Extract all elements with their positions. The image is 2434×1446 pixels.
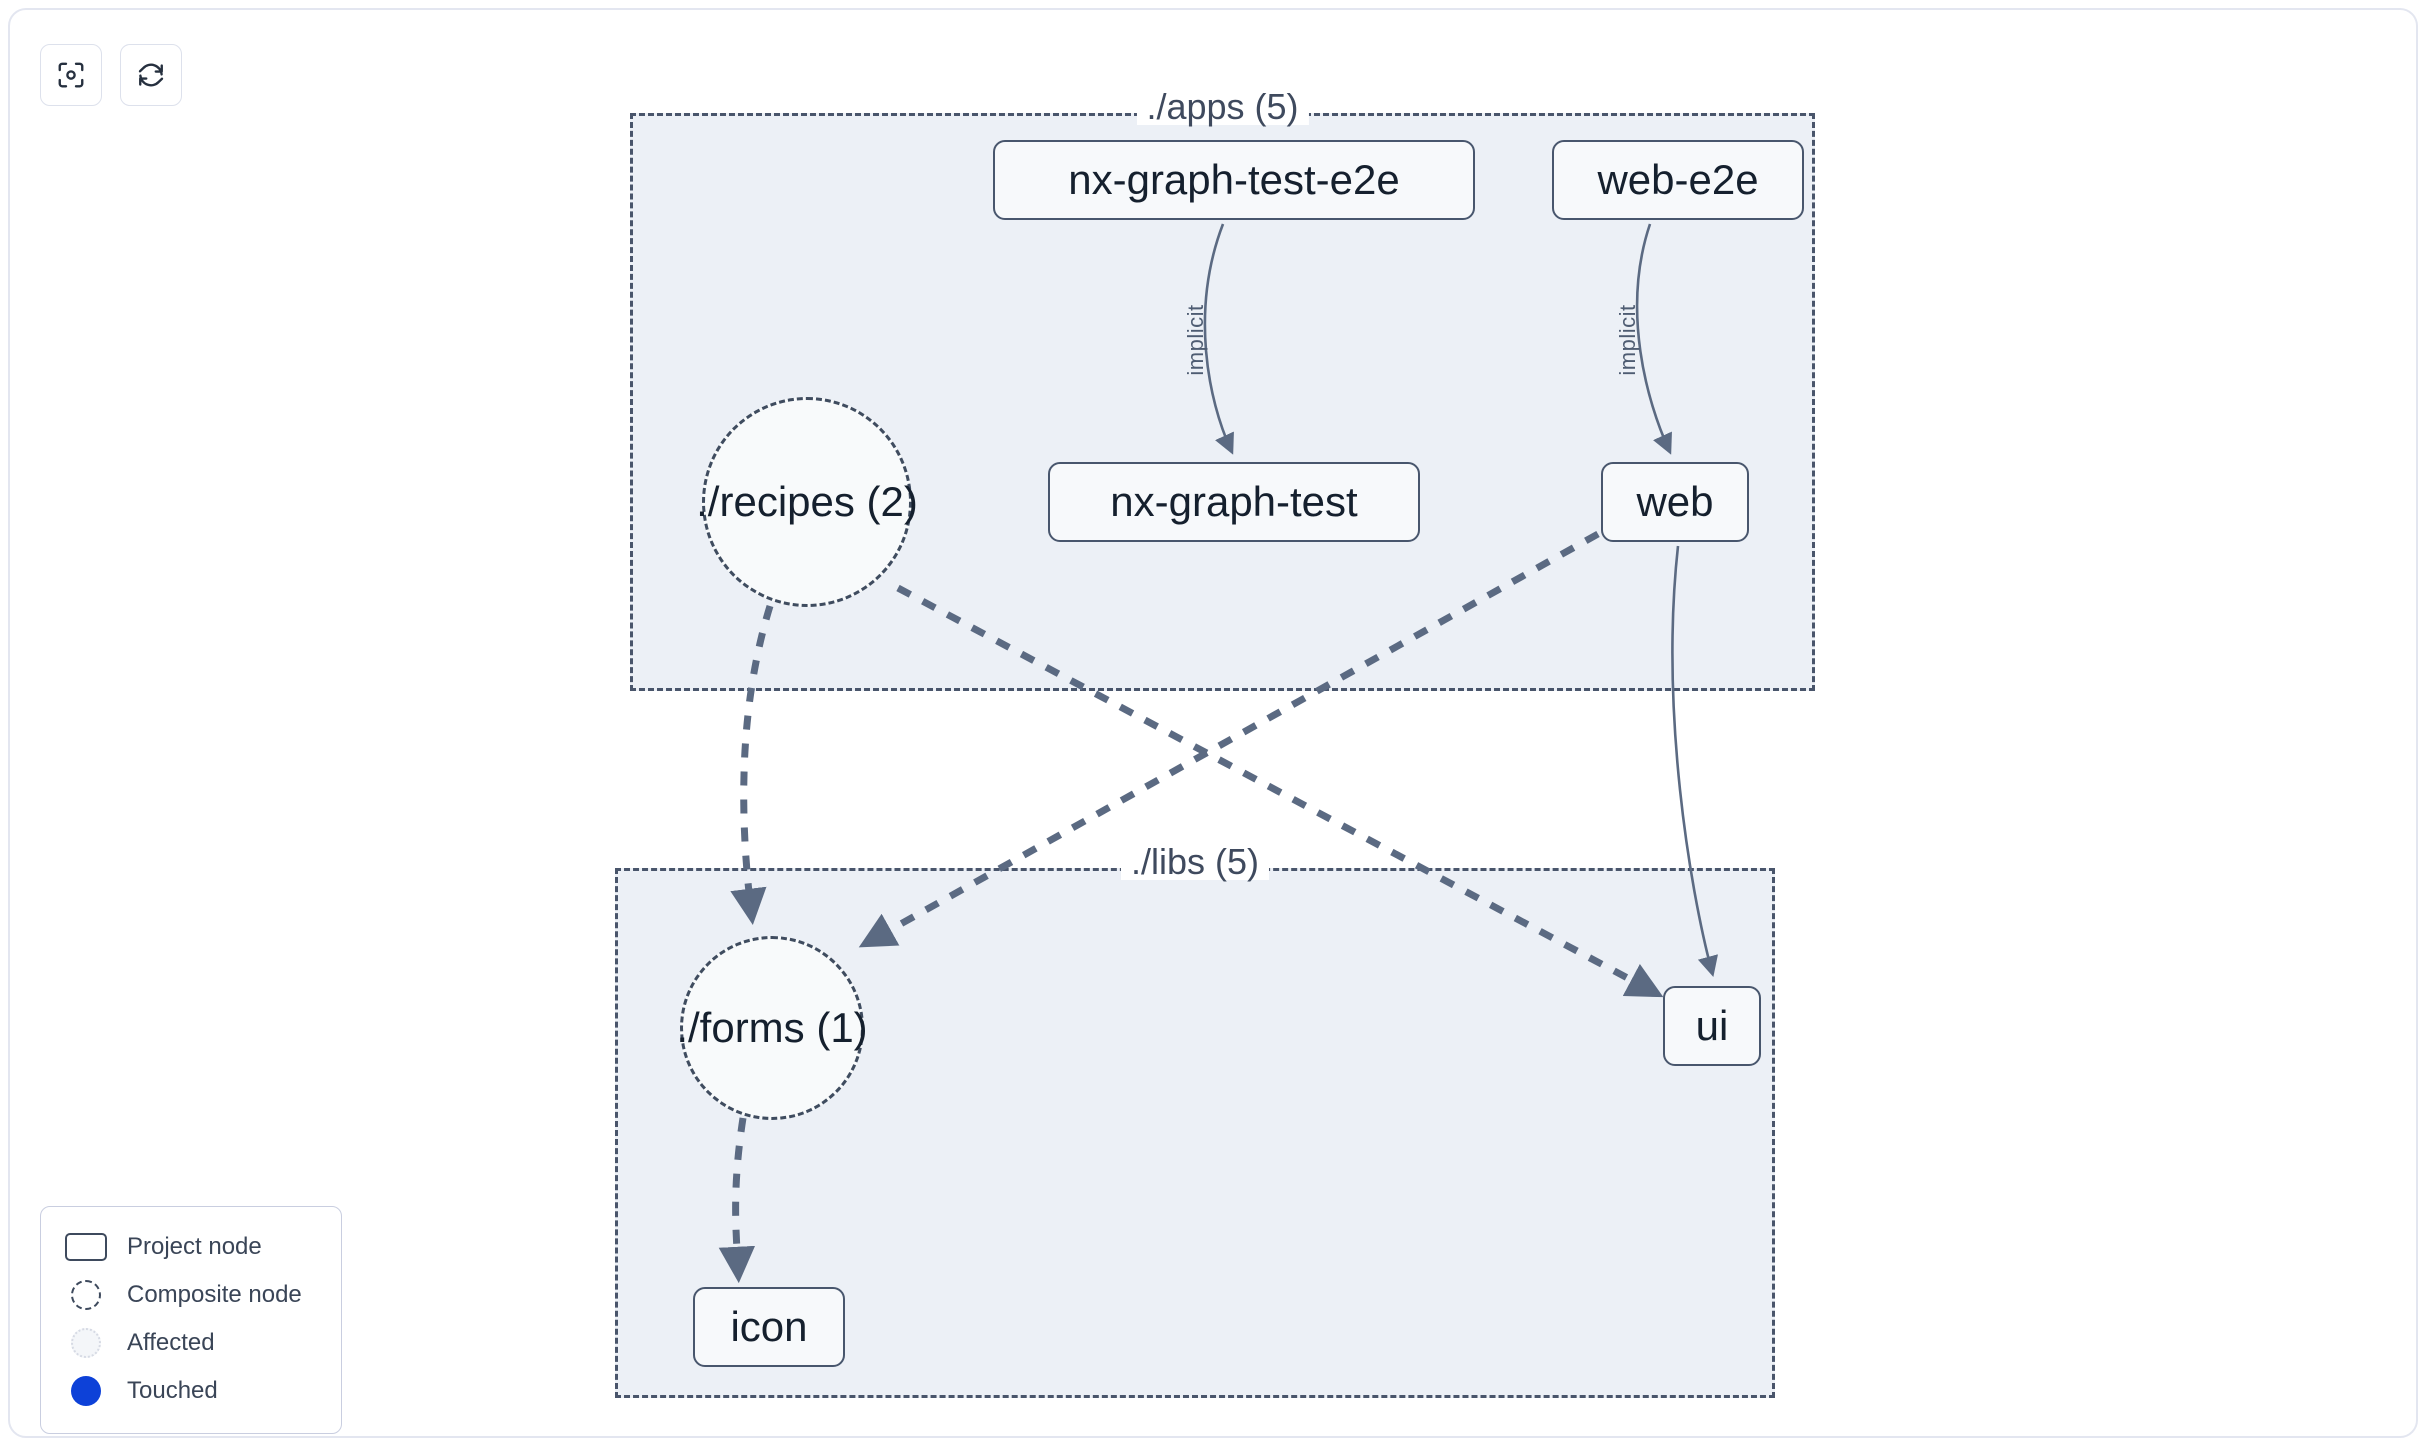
touched-swatch — [63, 1376, 109, 1406]
edge-web-to-ui — [1671, 545, 1719, 978]
composite-node-forms[interactable]: ./forms (1) — [676, 936, 868, 1120]
project-node-web-label: web — [1636, 478, 1714, 525]
refresh-graph-button[interactable] — [120, 44, 182, 106]
composite-node-recipes-label: ./recipes (2) — [696, 478, 918, 525]
project-node-ui[interactable]: ui — [1663, 986, 1761, 1066]
graph-edges — [718, 223, 1719, 1284]
edge-label-implicit-nx-graph-test: implicit — [1183, 304, 1208, 376]
legend-item-project-node: Project node — [63, 1223, 319, 1271]
legend-label-touched: Touched — [127, 1377, 218, 1404]
edge-web-to-forms — [858, 530, 1600, 948]
project-node-nx-graph-test[interactable]: nx-graph-test — [1048, 462, 1420, 542]
graph-layer[interactable]: ./apps (5) ./libs (5) — [10, 10, 2416, 1436]
affected-swatch — [63, 1328, 109, 1358]
focus-graph-button[interactable] — [40, 44, 102, 106]
project-node-icon-label: icon — [730, 1303, 808, 1350]
edge-label-implicit-web: implicit — [1615, 304, 1640, 376]
edge-web-e2e-to-web — [1635, 223, 1672, 455]
project-node-web[interactable]: web — [1601, 462, 1749, 542]
edge-recipes-to-forms — [730, 604, 774, 926]
group-label-libs: ./libs (5) — [1120, 844, 1270, 880]
graph-toolbar — [40, 44, 182, 106]
legend-label-composite-node: Composite node — [127, 1281, 302, 1308]
composite-node-forms-label: ./forms (1) — [676, 1004, 868, 1051]
project-node-nx-graph-test-e2e[interactable]: nx-graph-test-e2e — [993, 140, 1475, 220]
graph-legend: Project node Composite node Affected Tou… — [40, 1206, 342, 1434]
project-node-ui-label: ui — [1695, 1002, 1729, 1049]
project-node-icon[interactable]: icon — [693, 1287, 845, 1367]
legend-item-affected: Affected — [63, 1319, 319, 1367]
project-node-nx-graph-test-e2e-label: nx-graph-test-e2e — [1068, 156, 1400, 203]
group-label-apps: ./apps (5) — [1136, 89, 1309, 125]
edge-forms-to-icon — [718, 1117, 756, 1284]
legend-label-project-node: Project node — [127, 1233, 262, 1260]
project-node-nx-graph-test-label: nx-graph-test — [1110, 478, 1358, 525]
project-node-web-e2e-label: web-e2e — [1597, 156, 1759, 203]
refresh-icon — [136, 60, 166, 90]
project-node-web-e2e[interactable]: web-e2e — [1552, 140, 1804, 220]
composite-node-swatch — [63, 1280, 109, 1310]
project-node-swatch — [63, 1233, 109, 1261]
graph-canvas-panel[interactable]: ./apps (5) ./libs (5) — [8, 8, 2418, 1438]
edge-recipes-to-ui — [896, 584, 1664, 998]
legend-item-touched: Touched — [63, 1367, 319, 1415]
focus-target-icon — [56, 60, 86, 90]
legend-label-affected: Affected — [127, 1329, 215, 1356]
legend-item-composite-node: Composite node — [63, 1271, 319, 1319]
composite-node-recipes[interactable]: ./recipes (2) — [696, 397, 918, 607]
edge-nx-graph-test-e2e-to-nx-graph-test — [1203, 223, 1234, 455]
